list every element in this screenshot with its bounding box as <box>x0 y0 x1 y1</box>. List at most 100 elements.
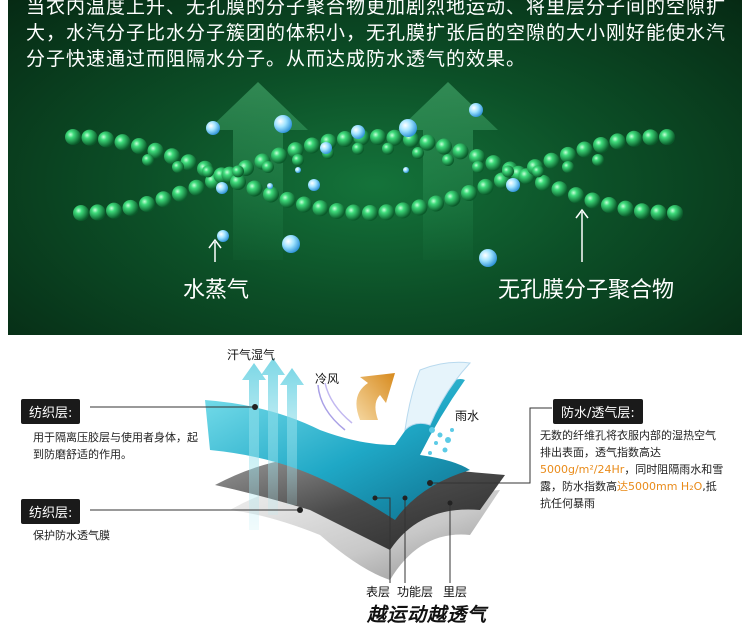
polymer-bead <box>65 129 81 145</box>
polymer-bead <box>576 141 593 158</box>
polymer-pointer-head <box>575 208 589 219</box>
polymer-bead <box>626 130 642 147</box>
polymer-bead <box>382 142 394 155</box>
polymer-bead <box>444 190 461 207</box>
water-drop <box>217 230 229 242</box>
water-drop <box>295 167 301 173</box>
polymer-bead <box>395 202 411 219</box>
polymer-bead <box>246 180 263 197</box>
left-box-1-title: 纺织层: <box>21 399 81 424</box>
vapor-pointer-head <box>208 238 222 249</box>
polymer-bead <box>230 174 246 191</box>
polymer-bead <box>172 161 184 174</box>
water-drop <box>351 125 365 139</box>
polymer-bead <box>477 178 494 195</box>
polymer-bead <box>551 181 568 198</box>
polymer-bead <box>411 199 428 216</box>
wind-ribbon <box>404 361 472 432</box>
right-desc-1: 无数的纤维孔将衣服内部的湿热空气排出表面，透气指数高达 <box>540 429 716 459</box>
polymer-bead <box>262 161 274 174</box>
polymer-bead <box>412 146 424 159</box>
polymer-bead <box>502 165 514 178</box>
left-box-2-desc: 保护防水透气膜 <box>33 529 110 542</box>
polymer-bead <box>81 129 98 146</box>
polymer-bead <box>592 154 604 166</box>
polymer-bead <box>436 138 452 155</box>
rain-drops <box>428 427 454 455</box>
vapor-arrow <box>242 363 266 530</box>
polymer-bead <box>617 200 634 217</box>
cold-wind-arrow <box>356 373 395 420</box>
cold-wind-label: 冷风 <box>315 372 340 386</box>
polymer-bead <box>584 192 601 209</box>
polymer-bead <box>139 195 155 212</box>
water-drop <box>320 142 332 154</box>
polymer-bead <box>232 165 244 178</box>
polymer-bead <box>292 154 304 166</box>
outer-pointer <box>375 497 391 583</box>
outer-layer-label: 表层 <box>366 585 391 599</box>
polymer-bead <box>442 154 454 166</box>
polymer-bead <box>263 186 279 203</box>
left-box-1-desc: 用于隔离压胶层与使用者身体，起到防磨舒适的作用。 <box>33 431 198 461</box>
polymer-bead <box>535 174 551 191</box>
polymer-bead <box>147 142 164 159</box>
polymer-bead <box>452 143 469 160</box>
sweat-label: 汗气湿气 <box>227 348 276 362</box>
polymer-bead <box>370 129 386 146</box>
water-drop <box>479 249 497 267</box>
connector-dot <box>297 507 303 513</box>
water-drops <box>206 103 520 267</box>
polymer-bead <box>345 204 362 221</box>
connector-dot <box>252 404 258 410</box>
water-drop <box>308 179 320 191</box>
up-arrow-2 <box>398 82 498 260</box>
polymer-bead <box>352 142 364 155</box>
polymer-bead <box>634 203 650 220</box>
inner-layer-label: 里层 <box>443 585 468 599</box>
polymer-bead <box>601 197 617 214</box>
polymer-bead <box>114 134 131 151</box>
polymer-bead <box>659 129 675 146</box>
polymer-bead <box>469 148 485 165</box>
polymer-bead <box>131 138 147 155</box>
polymer-bead <box>461 185 477 202</box>
water-drop <box>267 183 273 189</box>
rain-label: 雨水 <box>455 409 480 423</box>
polymer-bead <box>180 154 197 171</box>
polymer-bead <box>279 191 296 208</box>
water-drop <box>282 235 300 253</box>
connector-line <box>430 407 552 484</box>
slogan: 越运动越透气 <box>367 604 488 626</box>
right-box-title: 防水/透气层: <box>553 399 643 424</box>
polymer-bead <box>378 204 395 221</box>
intro-line: 大，水汽分子比水分子簇团的体积小，无孔膜扩张后的空隙的大小刚好能使水汽 <box>26 22 727 44</box>
polymer-chains <box>65 129 683 221</box>
water-drop <box>506 178 520 192</box>
polymer-bead <box>593 136 609 153</box>
right-highlight-2: 达5000mm H₂O <box>617 480 703 493</box>
polymer-bead <box>562 161 574 174</box>
water-drop <box>403 167 409 173</box>
polymer-bead <box>532 165 544 178</box>
intro-line: 当衣内温度上升、无孔膜的分子聚合物更加剧烈地运动、将里层分子间的空隙扩 <box>26 0 727 18</box>
polymer-bead <box>98 131 114 148</box>
polymer-bead <box>304 137 320 154</box>
polymer-bead <box>188 179 205 196</box>
connector-dot <box>427 480 433 486</box>
polymer-bead <box>271 147 287 164</box>
polymer-bead <box>560 146 576 163</box>
polymer-bead <box>642 129 659 146</box>
molecule-scene <box>65 82 683 267</box>
right-desc-2: ，同时阻隔雨水和雪露，防水指数高 <box>540 463 724 493</box>
polymer-label: 无孔膜分子聚合物 <box>498 278 675 303</box>
polymer-bead <box>428 195 444 212</box>
polymer-bead <box>312 200 329 217</box>
polymer-bead <box>155 191 172 208</box>
molecule-illustration-panel: 当衣内温度上升、无孔膜的分子聚合物更加剧烈地运动、将里层分子间的空隙扩 大，水汽… <box>8 0 742 335</box>
polymer-bead <box>296 196 312 213</box>
polymer-bead <box>172 185 188 202</box>
polymer-bead <box>337 131 353 148</box>
vapor-arrow <box>280 368 304 505</box>
connector-dot <box>402 495 408 501</box>
